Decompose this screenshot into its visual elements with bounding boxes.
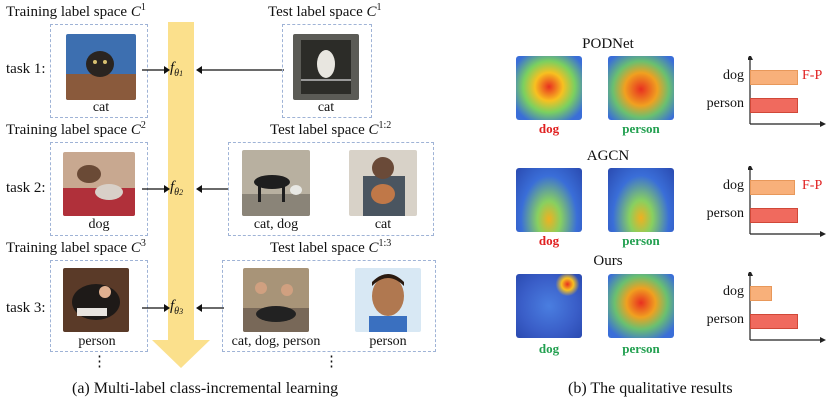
- heat-label-agcn-dog: dog: [538, 233, 560, 248]
- heat-label-ours-dog: dog: [538, 341, 560, 356]
- train-image-dog: [63, 152, 135, 216]
- test-arrow-3: [196, 304, 224, 312]
- bar-label-podnet-person: person: [706, 96, 744, 111]
- model-flow-arrow: [152, 22, 210, 368]
- bar-ours-person: [750, 314, 798, 329]
- test-box-2: [228, 142, 434, 236]
- model-label-2: fθ2: [170, 179, 184, 198]
- heatmap-agcn-dog: [516, 168, 582, 232]
- train-box-1: [50, 24, 148, 118]
- model-label-1: fθ1: [170, 60, 184, 79]
- bar-label-ours-dog: dog: [723, 284, 744, 299]
- test-header-1: Test label space C1: [268, 2, 382, 20]
- heat-label-podnet-person: person: [622, 121, 660, 136]
- train-header-3: Training label space C3: [6, 238, 146, 256]
- bar-agcn-person: [750, 208, 798, 223]
- train-arrow-2: [142, 185, 170, 193]
- train-arrow-1: [142, 66, 170, 74]
- test-caption-2a: cat, dog: [253, 217, 299, 232]
- bar-podnet-person: [750, 98, 798, 113]
- bar-ours-dog: [750, 286, 772, 301]
- method-name-agcn: AGCN: [586, 148, 630, 164]
- heatmap-ours-dog: [516, 274, 582, 338]
- heatmap-podnet-dog: [516, 56, 582, 120]
- test-arrow-2: [196, 185, 228, 193]
- heat-label-ours-person: person: [622, 341, 660, 356]
- bar-label-podnet-dog: dog: [723, 68, 744, 83]
- task-label-2: task 2:: [6, 180, 46, 196]
- test-caption-3a: cat, dog, person: [231, 334, 321, 349]
- bar-label-ours-person: person: [706, 312, 744, 327]
- test-header-3: Test label space C1:3: [270, 238, 392, 256]
- test-box-1: [282, 24, 372, 118]
- heatmap-ours-person: [608, 274, 674, 338]
- test-image-family-pets: [243, 268, 309, 332]
- heatmap-agcn-person: [608, 168, 674, 232]
- model-label-3: fθ3: [170, 298, 184, 317]
- bar-axes-podnet: [748, 56, 826, 127]
- train-caption-1: cat: [92, 100, 110, 115]
- heat-label-agcn-person: person: [622, 233, 660, 248]
- bar-label-agcn-dog: dog: [723, 178, 744, 193]
- test-image-cat-dog: [242, 150, 310, 216]
- test-caption-1a: cat: [317, 100, 335, 115]
- bar-podnet-dog: [750, 70, 798, 85]
- false-positive-label-podnet: F-P: [802, 68, 823, 83]
- train-arrow-3: [142, 304, 170, 312]
- heat-label-podnet-dog: dog: [538, 121, 560, 136]
- bar-axes-ours: [748, 272, 826, 343]
- test-header-2: Test label space C1:2: [270, 120, 392, 138]
- train-caption-3: person: [78, 334, 116, 349]
- method-name-podnet: PODNet: [582, 36, 634, 52]
- test-caption-3b: person: [369, 334, 407, 349]
- test-image-man-cat: [349, 150, 417, 216]
- method-name-ours: Ours: [593, 253, 623, 269]
- ellipsis-left: ⋮: [92, 354, 107, 370]
- train-header-1: Training label space C1: [6, 2, 146, 20]
- heatmap-podnet-person: [608, 56, 674, 120]
- test-image-cat-window: [293, 34, 359, 100]
- train-image-cat: [66, 34, 136, 100]
- test-caption-2b: cat: [374, 217, 392, 232]
- train-caption-2: dog: [88, 217, 110, 232]
- caption-left: (a) Multi-label class-incremental learni…: [72, 380, 339, 397]
- false-positive-label-agcn: F-P: [802, 178, 823, 193]
- ellipsis-right: ⋮: [324, 354, 339, 370]
- test-box-3: [222, 260, 436, 352]
- test-image-boy: [355, 268, 421, 332]
- task-label-3: task 3:: [6, 300, 46, 316]
- bar-agcn-dog: [750, 180, 795, 195]
- train-box-3: [50, 260, 148, 352]
- task-label-1: task 1:: [6, 61, 46, 77]
- bar-label-agcn-person: person: [706, 206, 744, 221]
- caption-right: (b) The qualitative results: [568, 380, 733, 397]
- train-image-person: [63, 268, 129, 332]
- test-arrow-1: [196, 66, 284, 74]
- train-header-2: Training label space C2: [6, 120, 146, 138]
- bar-axes-agcn: [748, 166, 826, 237]
